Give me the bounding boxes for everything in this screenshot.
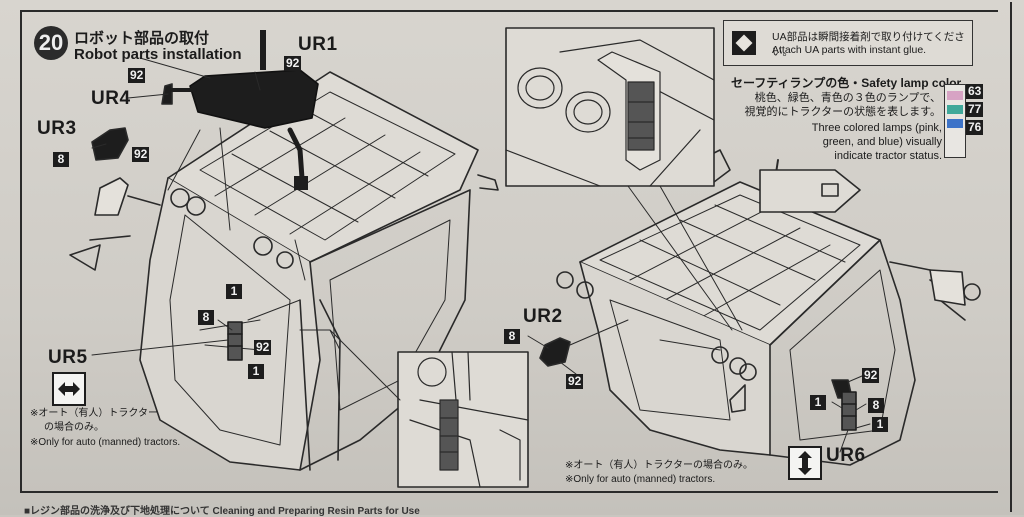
right-leader-lines bbox=[527, 319, 871, 453]
label-ur5: UR5 bbox=[48, 347, 88, 368]
step-frame bbox=[20, 2, 1012, 512]
callout-1-top-ur5: 1 bbox=[226, 284, 242, 299]
ua-note-en: Attach UA parts with instant glue. bbox=[772, 44, 927, 56]
left-note-jp-1: ※オート（有人）トラクター bbox=[30, 408, 158, 419]
inset-lamp-detail bbox=[397, 351, 529, 488]
color-code-77: 77 bbox=[966, 102, 984, 117]
label-ur3: UR3 bbox=[37, 118, 77, 139]
ua-glue-note: UA部品は瞬間接着剤で取り付けてください。 Attach UA parts wi… bbox=[723, 20, 973, 66]
callout-92-ur3: 92 bbox=[132, 147, 150, 162]
right-note-en: ※Only for auto (manned) tractors. bbox=[565, 474, 716, 485]
lamp-swatch-blue bbox=[947, 119, 963, 128]
callout-1-right-ur6: 1 bbox=[872, 417, 888, 432]
callout-8-ur3: 8 bbox=[53, 152, 69, 167]
safety-lamp-jp-line: 桃色、緑色、青色の３色のランプで、 bbox=[754, 92, 941, 104]
safety-lamp-jp-line: 視覚的にトラクターの状態を表します。 bbox=[744, 106, 941, 118]
bottom-section-heading: ■レジン部品の洗浄及び下地処理について Cleaning and Prepari… bbox=[24, 506, 420, 517]
callout-1-bottom-ur5: 1 bbox=[248, 364, 264, 379]
callout-8-ur6: 8 bbox=[868, 398, 884, 413]
ur2-part bbox=[539, 337, 571, 367]
ur6-lamp bbox=[831, 379, 857, 431]
safety-lamp-en-line: green, and blue) visually bbox=[822, 136, 942, 148]
step-number-badge: 20 bbox=[34, 26, 68, 60]
callout-8-ur2: 8 bbox=[504, 329, 520, 344]
label-ur2: UR2 bbox=[523, 306, 563, 327]
lamp-swatch-pink bbox=[947, 91, 963, 100]
label-ur1: UR1 bbox=[298, 34, 338, 55]
four-way-arrow-icon bbox=[52, 372, 86, 406]
lamp-color-swatches bbox=[944, 84, 966, 158]
step-title-en: Robot parts installation bbox=[74, 46, 242, 63]
callout-1-left-ur6: 1 bbox=[810, 395, 826, 410]
callout-92-ur1: 92 bbox=[284, 56, 302, 71]
left-leader-lines bbox=[91, 57, 306, 356]
safety-lamp-title: セーフティランプの色・Safety lamp color bbox=[731, 76, 962, 90]
label-ur6: UR6 bbox=[826, 445, 866, 466]
lamp-swatch-green bbox=[947, 105, 963, 114]
inset-lamp-contents bbox=[409, 351, 529, 488]
color-code-76: 76 bbox=[966, 120, 984, 135]
left-note-en: ※Only for auto (manned) tractors. bbox=[30, 437, 181, 448]
step-title-jp: ロボット部品の取付 bbox=[74, 30, 210, 47]
callout-92-ur5: 92 bbox=[254, 340, 272, 355]
ua-note-jp: UA部品は瞬間接着剤で取り付けてください。 bbox=[772, 31, 965, 58]
ur3-part bbox=[91, 127, 129, 161]
callout-92-ur2: 92 bbox=[566, 374, 584, 389]
right-note-jp: ※オート（有人）トラクターの場合のみ。 bbox=[565, 460, 753, 471]
safety-lamp-en: Three colored lamps (pink, green, and bl… bbox=[780, 121, 942, 163]
ur1-part bbox=[260, 30, 266, 70]
callout-92-ur6: 92 bbox=[862, 368, 880, 383]
callout-92-ur4: 92 bbox=[128, 68, 146, 83]
color-code-63: 63 bbox=[966, 84, 984, 99]
safety-lamp-en-line: indicate tractor status. bbox=[834, 150, 942, 162]
callout-8-ur5: 8 bbox=[198, 310, 214, 325]
ur4-part bbox=[161, 69, 319, 190]
inset-top-contents bbox=[505, 39, 715, 187]
four-way-arrow-icon-right bbox=[788, 446, 822, 480]
diamond-icon bbox=[732, 31, 756, 55]
right-tractor-cab bbox=[556, 149, 981, 466]
safety-lamp-jp: 桃色、緑色、青色の３色のランプで、 視覚的にトラクターの状態を表します。 bbox=[733, 91, 941, 119]
label-ur4: UR4 bbox=[91, 88, 131, 109]
safety-lamp-en-line: Three colored lamps (pink, bbox=[811, 122, 942, 134]
left-note-jp-2: の場合のみ。 bbox=[44, 422, 104, 433]
ur5-lamp bbox=[227, 321, 243, 361]
